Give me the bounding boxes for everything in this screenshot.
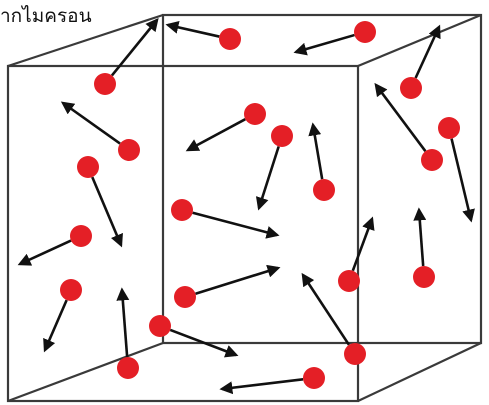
gas-particle	[94, 73, 116, 95]
box-edge-top-right	[357, 13, 482, 68]
gas-particle	[118, 139, 140, 161]
velocity-arrow	[219, 378, 304, 395]
gas-particle	[303, 367, 325, 389]
velocity-arrow	[374, 82, 427, 152]
velocity-arrow	[91, 176, 123, 248]
gas-particle	[77, 156, 99, 178]
box-front-face	[6, 64, 360, 403]
velocity-arrows	[17, 17, 475, 395]
box-edge-top-left	[7, 13, 164, 68]
gas-particle	[354, 21, 376, 43]
gas-particle	[421, 149, 443, 171]
gas-particle	[60, 279, 82, 301]
gas-particle	[219, 28, 241, 50]
caption-label: ่ากไมครอน	[0, 3, 96, 29]
gas-particle	[244, 103, 266, 125]
velocity-arrow	[413, 207, 427, 267]
velocity-arrow	[116, 287, 130, 358]
velocity-arrow	[169, 328, 239, 358]
box-edge-bottom-left	[7, 341, 164, 403]
velocity-arrow	[450, 138, 475, 223]
gas-particle	[174, 286, 196, 308]
velocity-arrow	[17, 239, 72, 266]
velocity-arrow	[195, 264, 281, 295]
gas-particle	[149, 315, 171, 337]
gas-particle	[117, 357, 139, 379]
gas-particle	[338, 270, 360, 292]
velocity-arrow	[255, 146, 280, 211]
box-back-face	[161, 13, 483, 345]
gas-particle	[344, 343, 366, 365]
velocity-arrow	[293, 33, 355, 56]
velocity-arrow	[165, 20, 220, 38]
gas-particle	[413, 266, 435, 288]
gas-particle	[313, 179, 335, 201]
velocity-arrow	[192, 211, 280, 239]
gas-particle	[400, 77, 422, 99]
velocity-arrow	[414, 24, 441, 79]
box-edge-bottom-right	[357, 342, 482, 402]
velocity-arrow	[185, 118, 246, 152]
gas-particle	[271, 125, 293, 147]
gas-particle	[438, 117, 460, 139]
gas-particle	[171, 199, 193, 221]
gas-particles	[60, 21, 460, 389]
velocity-arrow	[351, 216, 375, 272]
velocity-arrow	[110, 17, 159, 77]
velocity-arrow	[308, 122, 324, 180]
gas-particle	[70, 225, 92, 247]
velocity-arrow	[43, 299, 68, 353]
velocity-arrow	[301, 272, 351, 346]
velocity-arrow	[60, 101, 121, 145]
container-box	[6, 13, 483, 403]
